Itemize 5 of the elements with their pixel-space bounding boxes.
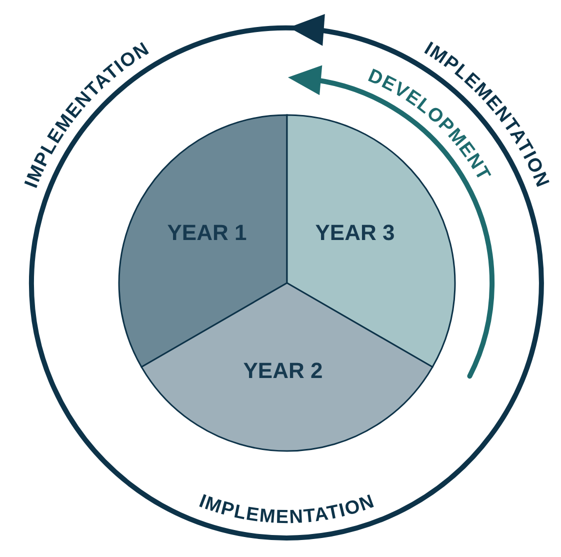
slice-label: YEAR 2 xyxy=(243,358,323,383)
slice-label: YEAR 1 xyxy=(167,220,247,245)
pie-slice xyxy=(140,282,434,452)
slice-label: YEAR 3 xyxy=(315,220,395,245)
arc-label: IMPLEMENTATION xyxy=(196,490,378,528)
